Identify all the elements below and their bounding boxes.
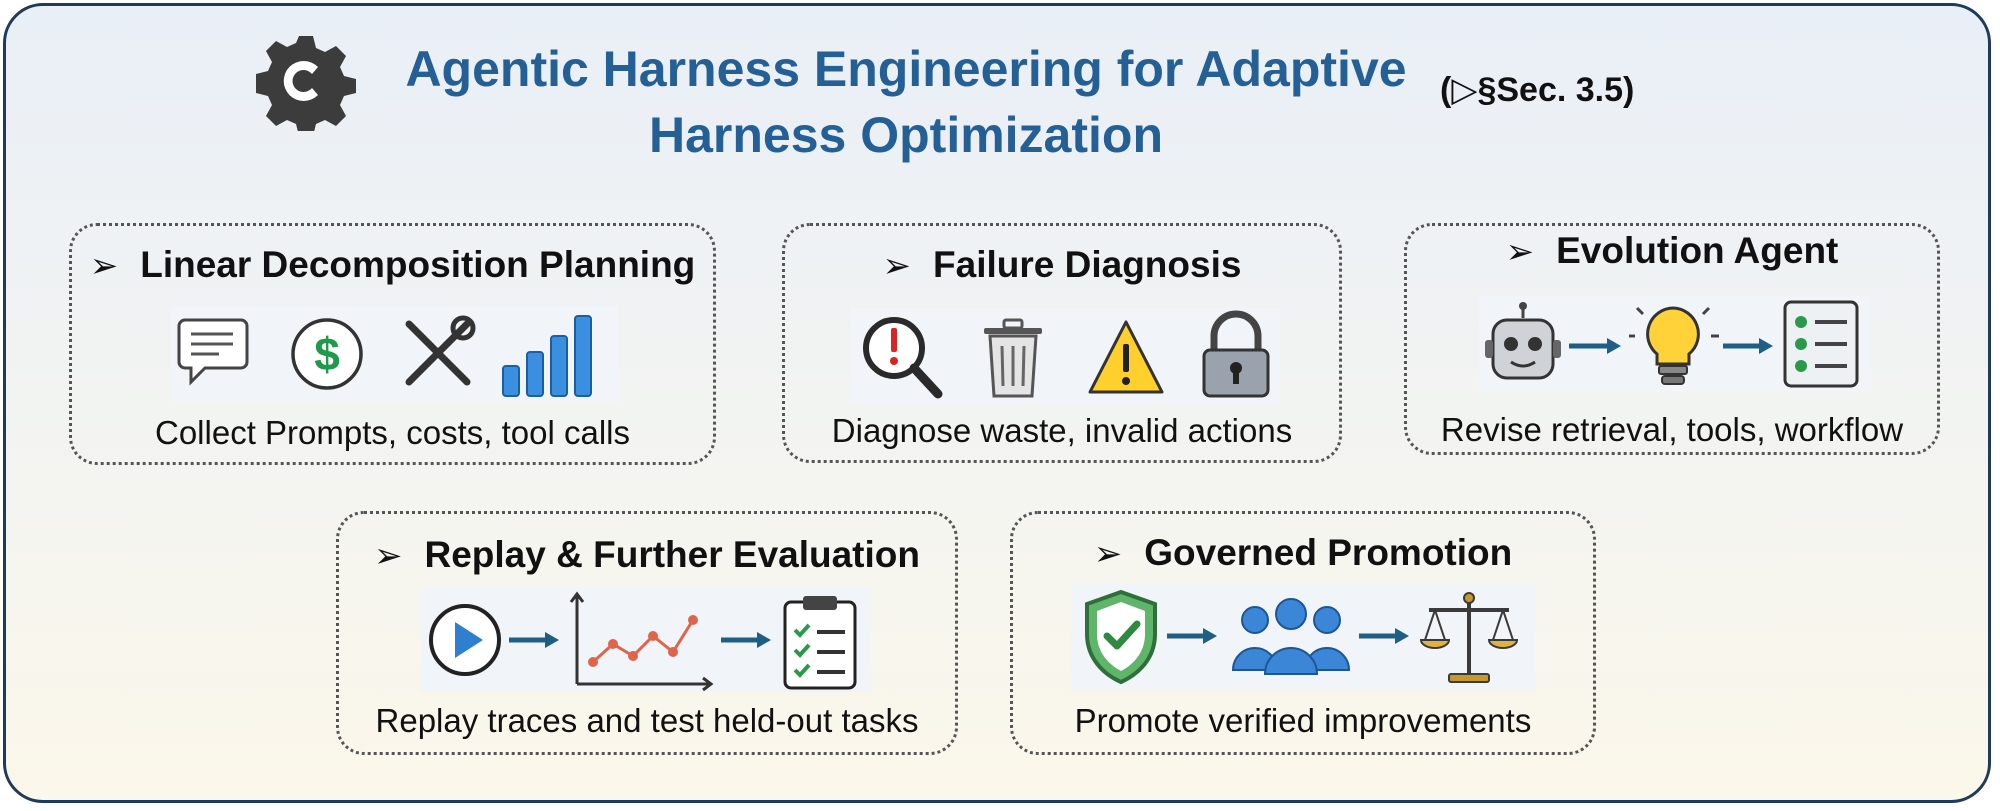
arrow-bullet-icon: ➢ [89,247,119,285]
lightbulb-icon [1629,306,1719,385]
magnifier-alert-icon [863,317,943,399]
clipboard-icon [783,596,857,690]
card-title: Linear Decomposition Planning [140,244,696,285]
arrow-bullet-icon: ➢ [882,247,912,285]
card-caption: Promote verified improvements [1074,702,1532,739]
dollar-icon: $ [291,318,363,390]
robot-icon [1485,302,1561,380]
tools-icon [405,315,476,386]
bar-chart-icon [502,315,592,397]
shield-check-icon [1085,589,1157,685]
card-caption: Replay traces and test held-out tasks [375,702,919,739]
card-governed-promotion: ➢ Governed Promotion [1010,511,1596,755]
checklist-icon [1783,300,1859,388]
page-title: Agentic Harness Engineering for Adaptive… [376,36,1436,168]
card-title: Replay & Further Evaluation [424,534,921,575]
arrow-icon [721,632,771,648]
warning-icon [1088,320,1164,394]
chat-icon [177,318,249,386]
card-linear-decomposition-planning: ➢ Linear Decomposition Planning $ [69,223,716,465]
play-icon [429,604,501,676]
card-caption: Collect Prompts, costs, tool calls [155,414,630,451]
people-icon [1231,598,1351,675]
arrow-icon [1359,628,1409,644]
card-title: Evolution Agent [1556,230,1839,271]
arrow-bullet-icon: ➢ [374,537,403,575]
svg-text:$: $ [314,328,340,380]
card-evolution-agent: ➢ Evolution Agent [1404,223,1940,455]
diagram-frame: Agentic Harness Engineering for Adaptive… [3,3,1991,803]
card-caption: Diagnose waste, invalid actions [831,412,1293,449]
arrow-icon [1167,628,1217,644]
arrow-bullet-icon: ➢ [1505,233,1535,271]
section-reference: (▷§Sec. 3.5) [1440,71,1635,109]
line-chart-icon [569,591,714,692]
title-line-1: Agentic Harness Engineering for Adaptive [405,41,1407,97]
arrow-icon [1723,338,1773,354]
lock-icon [1202,310,1270,398]
arrow-icon [509,632,559,648]
card-replay-further-evaluation: ➢ Replay & Further Evaluation [336,511,958,755]
arrow-bullet-icon: ➢ [1093,535,1123,573]
card-title: Failure Diagnosis [933,244,1242,285]
gear-icon [256,36,356,131]
card-caption: Revise retrieval, tools, workflow [1440,411,1904,448]
title-line-2: Harness Optimization [649,107,1163,163]
card-failure-diagnosis: ➢ Failure Diagnosis [782,223,1342,463]
arrow-icon [1569,338,1621,354]
scales-icon [1419,592,1519,683]
trash-icon [984,318,1042,398]
card-title: Governed Promotion [1144,532,1513,573]
